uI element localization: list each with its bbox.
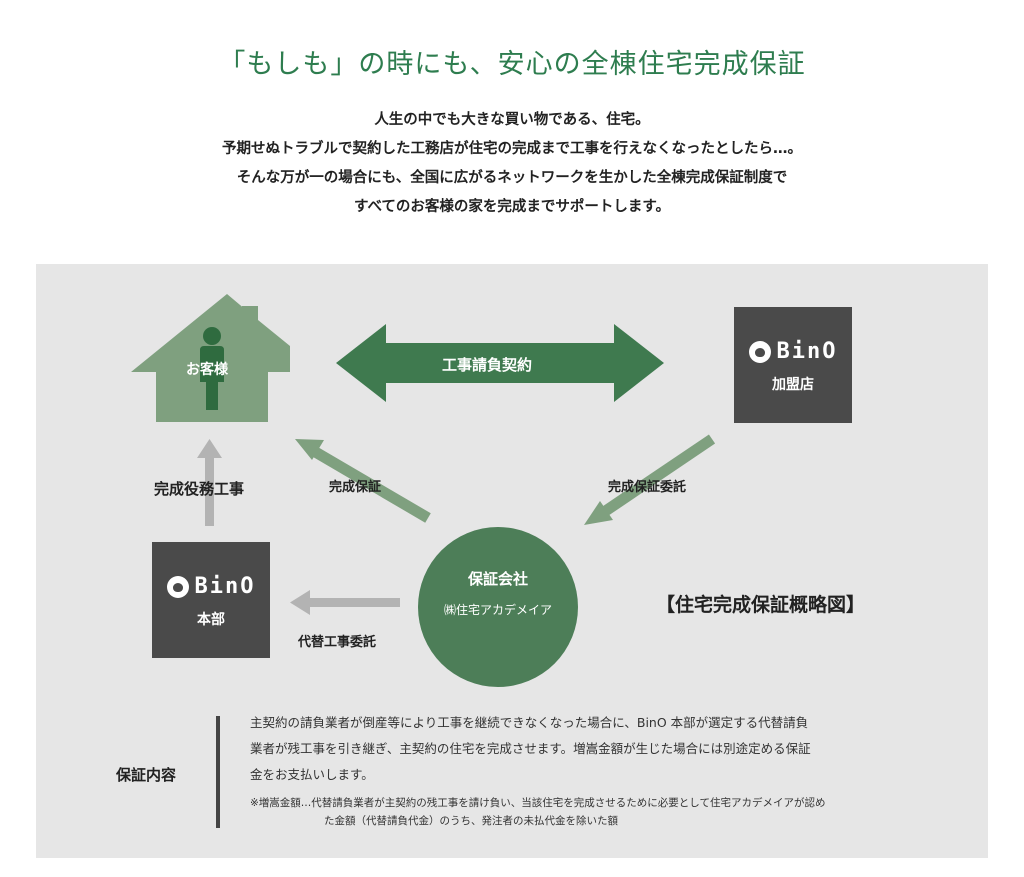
person-body-icon: [200, 346, 224, 410]
substitute-arrow-head: [290, 590, 310, 615]
guarantee-line: 金をお支払いします。: [250, 767, 374, 782]
note-line: た金額（代替請負代金）のうち、発注者の未払代金を除いた額: [324, 815, 618, 827]
completion-work-label: 完成役務工事: [154, 480, 245, 498]
guarantor-text: 保証会社 ㈱住宅アカデメイア: [418, 568, 578, 618]
headquarters-label: 本部: [197, 612, 225, 628]
guarantee-content: 主契約の請負業者が倒産等により工事を継続できなくなった場合に、BinO 本部が選…: [250, 710, 960, 788]
member-store-logo: BinO: [734, 339, 852, 364]
completion-work-arrow-head: [197, 439, 222, 458]
completion-guarantee-label: 完成保証: [329, 480, 382, 495]
guarantee-line: 業者が残工事を引き継ぎ、主契約の住宅を完成させます。増嵩金額が生じた場合には別途…: [250, 741, 811, 756]
lead-line: すべてのお客様の家を完成までサポートします。: [354, 199, 670, 215]
guarantee-line: 主契約の請負業者が倒産等により工事を継続できなくなった場合に、BinO 本部が選…: [250, 715, 809, 730]
lead-text: 人生の中でも大きな買い物である、住宅。 予期せぬトラブルで契約した工務店が住宅の…: [0, 106, 1024, 222]
person-head-icon: [203, 327, 221, 345]
substitute-arrow-shaft: [308, 598, 400, 607]
contract-double-arrow: [336, 324, 664, 402]
guarantee-commission-arrow-shaft: [600, 434, 716, 517]
headquarters-logo-text: BinO: [194, 574, 256, 599]
headquarters-box: BinO 本部: [152, 542, 270, 658]
lead-line: そんな万が一の場合にも、全国に広がるネットワークを生かした全棟完成保証制度で: [236, 170, 788, 186]
guarantee-diagram: [131, 294, 716, 687]
house-chimney: [242, 306, 258, 336]
completion-work-arrow-shaft: [205, 456, 214, 526]
member-store-box: BinO 加盟店: [734, 307, 852, 423]
headquarters-logo: BinO: [152, 574, 270, 599]
bino-logo-icon: [166, 575, 189, 598]
completion-guarantee-arrow-head: [295, 439, 324, 460]
member-store-label: 加盟店: [772, 377, 814, 393]
diagram-summary-title: 【住宅完成保証概略図】: [656, 594, 866, 616]
page-title: 「もしも」の時にも、安心の全棟住宅完成保証: [218, 49, 806, 80]
guarantor-company: ㈱住宅アカデメイア: [443, 603, 552, 617]
lead-line: 予期せぬトラブルで契約した工務店が住宅の完成まで工事を行えなくなったとしたら…。: [222, 141, 802, 157]
guarantor-label: 保証会社: [467, 570, 528, 588]
guarantee-content-label: 保証内容: [116, 766, 177, 784]
lead-line: 人生の中でも大きな買い物である、住宅。: [374, 112, 650, 128]
diagram-panel: お客様 工事請負契約 BinO 加盟店 BinO 本部 完成役務工事 完成保証 …: [36, 264, 988, 858]
note-line: ※増嵩金額…代替請負業者が主契約の残工事を請け負い、当該住宅を完成させるために必…: [250, 797, 826, 809]
guarantee-commission-arrow-head: [584, 501, 613, 525]
bino-logo-icon: [748, 340, 771, 363]
contract-label: 工事請負契約: [442, 356, 533, 374]
guarantee-commission-label: 完成保証委託: [608, 480, 687, 495]
guarantee-note: ※増嵩金額…代替請負業者が主契約の残工事を請け負い、当該住宅を完成させるために必…: [250, 794, 950, 830]
guarantor-circle: [418, 527, 578, 687]
customer-label: お客様: [186, 362, 228, 378]
completion-guarantee-arrow-shaft: [309, 445, 431, 523]
substitute-commission-label: 代替工事委託: [298, 635, 377, 650]
content-divider: [216, 716, 220, 828]
member-store-logo-text: BinO: [776, 339, 838, 364]
